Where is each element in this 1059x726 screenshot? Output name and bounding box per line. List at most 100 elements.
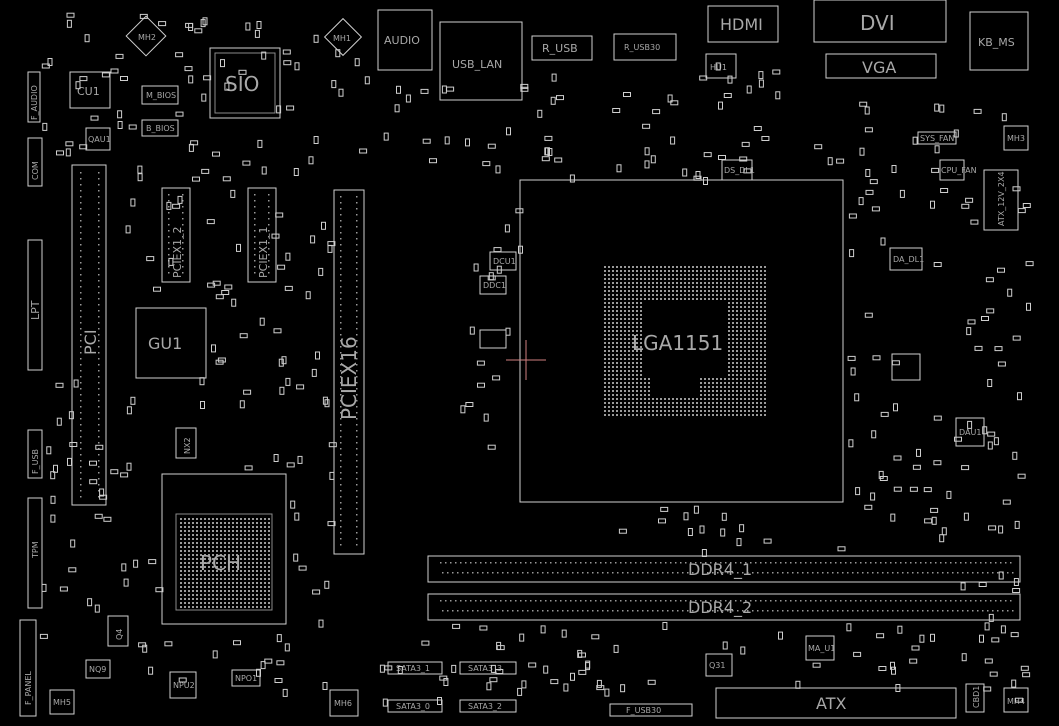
cu1-label: CU1	[77, 85, 100, 98]
pci-label: PCI	[81, 329, 100, 355]
mh4-label: MH4	[1007, 697, 1025, 706]
ddr4-1-slot: DDR4_1	[427, 555, 1021, 583]
da-dl1-chip: DA_DL1	[889, 247, 924, 271]
sata3-3-label: SATA3_3	[468, 664, 502, 673]
com-header: COM	[27, 137, 43, 187]
audio-jack: AUDIO	[377, 9, 433, 71]
pciex1-1-slot: PCIEX1_1	[247, 187, 277, 283]
nq9-chip: NQ9	[85, 659, 111, 679]
f-panel-header: F_PANEL	[19, 619, 37, 717]
f-usb30-header: F_USB30	[609, 703, 693, 717]
ddc1-label: DDC1	[483, 281, 506, 290]
vga-label: VGA	[862, 58, 896, 77]
sata3-0-port: SATA3_0	[387, 699, 443, 713]
cu1-chip: CU1	[69, 71, 111, 109]
sio-label: SIO	[225, 72, 259, 96]
lpt-label: LPT	[29, 300, 42, 320]
dau1-label: DAU1	[959, 428, 981, 437]
nx2-chip: NX2	[175, 427, 197, 459]
mh1-hole: MH1	[323, 17, 363, 57]
mh5-label: MH5	[53, 698, 71, 707]
pci-slot: PCI	[71, 164, 107, 506]
cpu-fan-chip: CPU_FAN	[939, 159, 977, 181]
tpm-label: TPM	[31, 541, 40, 559]
sata3-1-label: SATA3_1	[396, 664, 430, 673]
hdmi-label: HDMI	[720, 15, 763, 34]
mh6-label: MH6	[334, 699, 352, 708]
sio-chip: SIO	[209, 47, 281, 119]
cbd1-chip: CBD1	[965, 683, 985, 713]
q31-label: Q31	[709, 661, 725, 670]
dvi-label: DVI	[860, 11, 895, 35]
vga-port: VGA	[825, 53, 937, 79]
f-audio-label: F_AUDIO	[30, 85, 39, 120]
kb-ms-port: KB_MS	[969, 11, 1029, 71]
lpt-header: LPT	[27, 239, 43, 371]
r-usb30-port: R_USB30	[613, 33, 677, 61]
mh2-label: MH2	[138, 33, 156, 42]
dvi-port: DVI	[813, 0, 947, 43]
atx-label: ATX	[816, 694, 846, 713]
crosshair-marker	[506, 340, 546, 380]
dcu1-chip: DCU1	[489, 251, 517, 271]
ds-dl1-label: DS_DL1	[724, 166, 755, 175]
atx-12v-connector: ATX_12V_2X4	[983, 169, 1019, 231]
f-usb30-label: F_USB30	[626, 706, 661, 715]
f-usb-header: F_USB	[27, 429, 43, 479]
atx-12v-label: ATX_12V_2X4	[997, 171, 1006, 226]
f-audio-header: F_AUDIO	[27, 71, 41, 123]
ma-u1-label: MA_U1	[808, 644, 835, 653]
npu2-chip: NPU2	[169, 671, 197, 699]
r-usb30-label: R_USB30	[624, 43, 660, 52]
hu1-label: HU1	[710, 63, 727, 72]
qau1-label: QAU1	[88, 135, 111, 144]
lga1151-label: LGA1151	[632, 331, 723, 355]
pciex1-2-label: PCIEX1_2	[171, 226, 184, 278]
mh2-hole: MH2	[125, 15, 167, 57]
usb-lan-port: USB_LAN	[439, 21, 523, 101]
hu1-chip: HU1	[705, 53, 737, 79]
hdmi-port: HDMI	[707, 5, 779, 43]
com-label: COM	[31, 161, 40, 180]
mh1-label: MH1	[333, 34, 351, 43]
m-bios-label: M_BIOS	[146, 91, 176, 100]
mh4-hole: MH4	[1003, 687, 1029, 713]
b-bios-label: B_BIOS	[146, 124, 175, 133]
ddr4-1-label: DDR4_1	[688, 560, 752, 580]
b-bios-chip: B_BIOS	[141, 119, 179, 137]
pciex1-1-label: PCIEX1_1	[257, 226, 270, 278]
sys-fan-header: SYS_FAN	[917, 131, 957, 145]
ddc1b-chip	[479, 329, 507, 349]
sys-fan-label: SYS_FAN	[920, 134, 954, 143]
atx-connector: ATX	[715, 687, 957, 719]
npo1-label: NPO1	[235, 674, 257, 683]
nx2-label: NX2	[183, 437, 192, 454]
ds-dl1-chip: DS_DL1	[721, 159, 755, 181]
sq-chip-right	[891, 353, 921, 381]
ddr4-2-slot: DDR4_2	[427, 593, 1021, 621]
sata3-1-port: SATA3_1	[387, 661, 443, 675]
mh3-hole: MH3	[1003, 125, 1029, 151]
sata3-2-port: SATA3_2	[459, 699, 517, 713]
audio-label: AUDIO	[384, 34, 420, 47]
passive-component-pads	[39, 12, 1034, 707]
mh6-hole: MH6	[329, 689, 359, 717]
q31-chip: Q31	[705, 653, 733, 677]
dau1-chip: DAU1	[955, 417, 985, 447]
pch-chip: PCH	[161, 473, 287, 625]
qau1-chip: QAU1	[85, 127, 111, 151]
mh5-hole: MH5	[49, 689, 75, 715]
da-dl1-label: DA_DL1	[893, 255, 924, 264]
r-usb-port: R_USB	[531, 35, 593, 61]
npu2-label: NPU2	[173, 681, 195, 690]
ddr4-2-label: DDR4_2	[688, 598, 752, 618]
ma-u1-chip: MA_U1	[805, 635, 835, 661]
r-usb-label: R_USB	[542, 42, 578, 55]
m-bios-chip: M_BIOS	[141, 85, 179, 105]
dcu1-label: DCU1	[493, 257, 516, 266]
tpm-header: TPM	[27, 497, 43, 609]
cpu-fan-label: CPU_FAN	[941, 166, 977, 175]
cbd1-label: CBD1	[972, 686, 981, 708]
pch-label: PCH	[200, 551, 241, 575]
pciex1-2-slot: PCIEX1_2	[161, 187, 191, 283]
